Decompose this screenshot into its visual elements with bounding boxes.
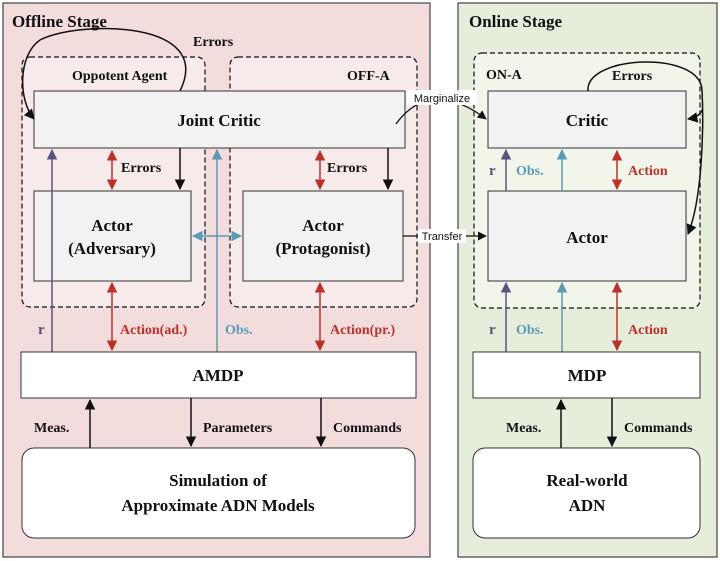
online-obs-bottom-label: Obs. [516, 323, 544, 338]
critic-label: Critic [566, 111, 609, 130]
errors-adv-label: Errors [121, 161, 162, 176]
online-actor-label: Actor [566, 228, 608, 247]
joint-critic-box [33, 90, 406, 149]
online-action-top-label: Action [628, 164, 668, 179]
simulation-box [21, 447, 416, 539]
simulation-line1: Simulation of [169, 471, 267, 490]
action-adv-label: Action(ad.) [120, 323, 188, 338]
online-reward-bottom-label: r [489, 322, 496, 338]
commands-label: Commands [333, 421, 402, 436]
actor-adversary-line2: (Adversary) [68, 239, 156, 258]
off-a-label: OFF-A [347, 69, 391, 84]
marginalize-label: Marginalize [414, 93, 470, 105]
actor-adversary-box [33, 190, 192, 282]
online-reward-top-label: r [489, 163, 496, 179]
real-world-adn-line1: Real-world [546, 471, 628, 490]
critic-box [487, 90, 687, 149]
online-errors-critic-arrow [686, 109, 703, 123]
online-meas-label: Meas. [506, 421, 541, 436]
amdp-box [20, 351, 417, 399]
online-stage-title: Online Stage [469, 12, 562, 31]
joint-critic-label: Joint Critic [177, 111, 261, 130]
mdp-box [472, 351, 701, 399]
online-obs-top-label: Obs. [516, 164, 544, 179]
errors-loop-arrow [22, 27, 187, 120]
reward-label: r [38, 322, 45, 338]
real-world-adn-box [472, 447, 701, 539]
transfer-label: Transfer [422, 231, 463, 243]
real-world-adn-line2: ADN [569, 496, 607, 515]
parameters-label: Parameters [203, 421, 273, 436]
mdp-label: MDP [568, 366, 607, 385]
actor-adversary-line1: Actor [91, 216, 133, 235]
errors-pro-label: Errors [327, 161, 368, 176]
amdp-label: AMDP [193, 366, 244, 385]
actor-protagonist-line1: Actor [302, 216, 344, 235]
online-action-bottom-label: Action [628, 323, 668, 338]
marginalize-label-bg [407, 90, 477, 105]
transfer-label-bg [418, 229, 466, 243]
opponent-agent-label: Oppotent Agent [72, 69, 168, 84]
action-pro-label: Action(pr.) [330, 323, 396, 338]
offline-stage-title: Offline Stage [12, 12, 107, 31]
meas-label: Meas. [34, 421, 69, 436]
online-errors-label: Errors [612, 69, 653, 84]
online-commands-label: Commands [624, 421, 693, 436]
actor-protagonist-box [242, 190, 404, 282]
simulation-line2: Approximate ADN Models [121, 496, 315, 515]
online-errors-loop-arrow [587, 61, 704, 235]
errors-top-label: Errors [193, 35, 234, 50]
actor-protagonist-line2: (Protagonist) [275, 239, 370, 258]
obs-label: Obs. [225, 323, 253, 338]
on-a-label: ON-A [486, 68, 523, 83]
online-actor-box [487, 190, 687, 282]
